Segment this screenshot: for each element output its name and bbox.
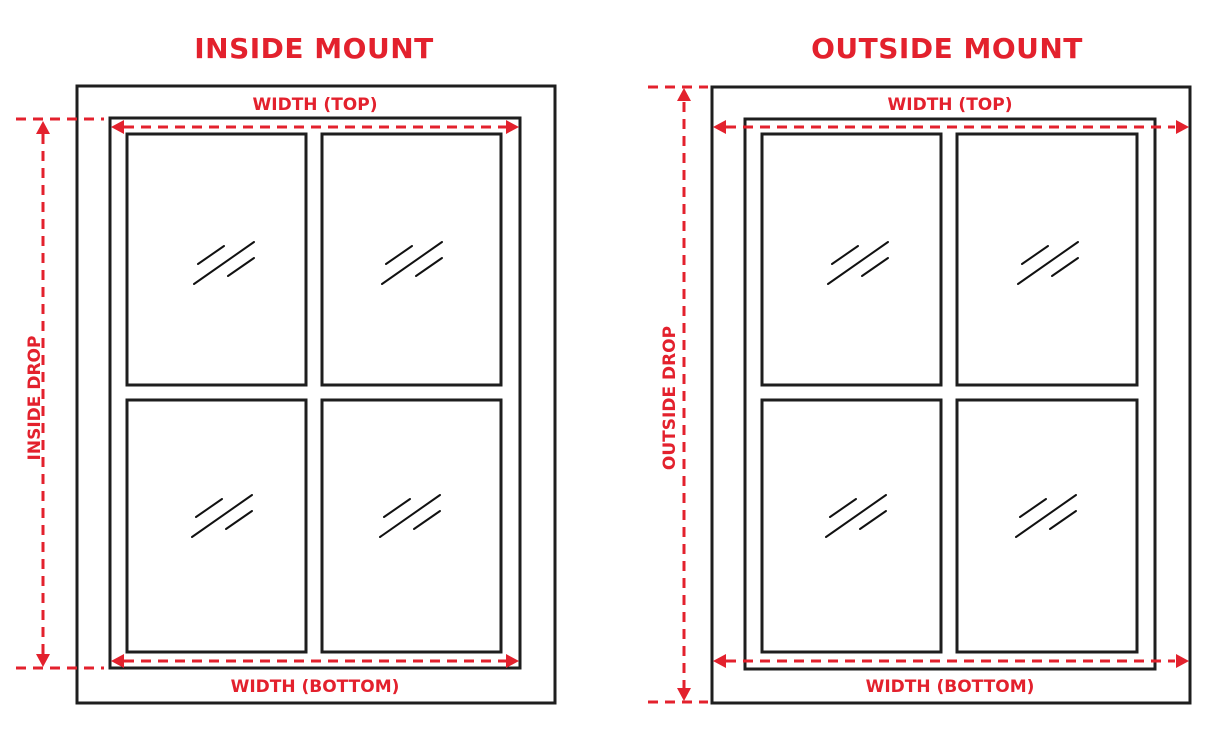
arrow-right-icon [506,654,519,668]
inside-mount-diagram: INSIDE MOUNT WIDTH (TOP) WIDTH (BOTTOM) … [16,32,557,705]
outside-drop-label: OUTSIDE DROP [660,326,680,470]
arrow-left-icon [713,120,726,134]
arrow-left-icon [713,654,726,668]
outside-mount-title: OUTSIDE MOUNT [811,32,1083,65]
glass-glint-icon [1017,241,1079,285]
inside-width-top-label: WIDTH (TOP) [253,95,378,115]
window-pane [955,132,1139,387]
arrow-right-icon [1176,120,1189,134]
outside-mount-diagram: OUTSIDE MOUNT WIDTH (TOP) WIDTH (BOTTOM)… [648,32,1192,705]
outside-width-bottom-label: WIDTH (BOTTOM) [866,677,1035,697]
glass-glint-icon [379,494,441,538]
inside-width-bottom-label: WIDTH (BOTTOM) [231,677,400,697]
outside-width-top-label: WIDTH (TOP) [888,95,1013,115]
arrow-up-icon [36,121,50,134]
window-pane [760,132,943,387]
window-pane [125,132,308,387]
arrow-down-icon [36,654,50,667]
outside-window-frame [743,117,1157,671]
inside-drop-label: INSIDE DROP [25,336,45,461]
arrow-right-icon [1176,654,1189,668]
inside-window-frame [108,116,522,670]
arrow-down-icon [677,688,691,701]
arrow-left-icon [111,654,124,668]
window-pane [320,398,503,654]
glass-glint-icon [1015,494,1077,538]
window-pane [125,398,308,654]
window-pane [955,398,1139,654]
glass-glint-icon [825,494,887,538]
inside-outer-frame [75,84,557,705]
glass-glint-icon [191,494,253,538]
inside-mount-title: INSIDE MOUNT [194,32,434,65]
glass-glint-icon [381,241,443,285]
glass-glint-icon [827,241,889,285]
outside-outer-frame [710,85,1192,705]
window-pane [760,398,943,654]
arrow-left-icon [111,120,124,134]
window-pane [320,132,503,387]
arrow-up-icon [677,88,691,101]
glass-glint-icon [193,241,255,285]
arrow-right-icon [506,120,519,134]
